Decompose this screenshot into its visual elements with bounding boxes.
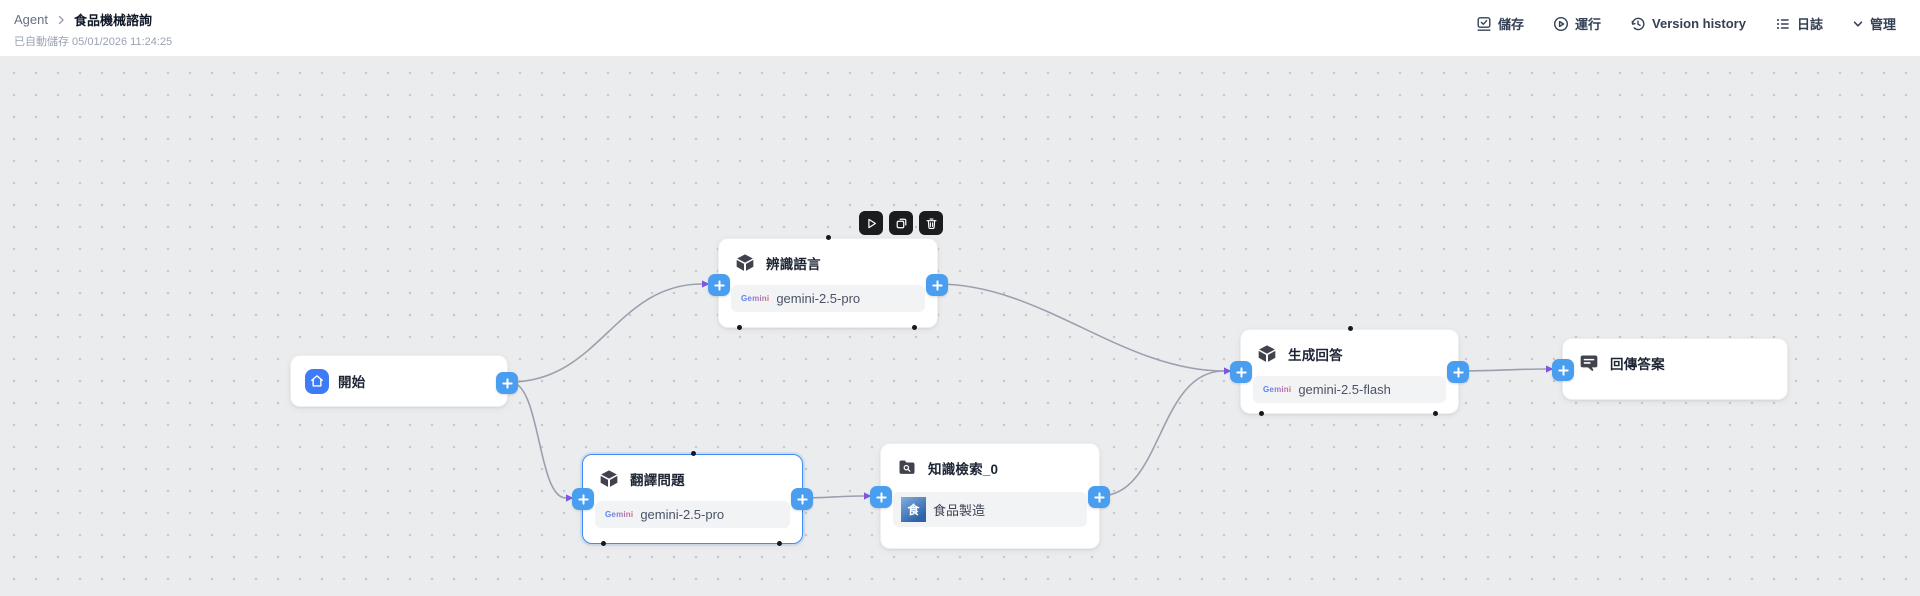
node-anchor-dot bbox=[826, 235, 831, 240]
node-title: 生成回答 bbox=[1288, 348, 1343, 363]
node-anchor-dot bbox=[690, 451, 696, 456]
save-icon bbox=[1476, 16, 1492, 32]
edge-start-to-identify-language bbox=[509, 283, 703, 383]
node-anchor-dot bbox=[1433, 411, 1438, 416]
top-bar: Agent 食品機械諮詢 已自動儲存 05/01/2026 11:24:25 儲… bbox=[0, 0, 1920, 56]
run-node-button[interactable] bbox=[859, 211, 883, 235]
node-start[interactable]: 開始 bbox=[290, 355, 518, 407]
workflow-title[interactable]: 食品機械諮詢 bbox=[73, 13, 152, 28]
model-pill: Gemini gemini-2.5-pro bbox=[731, 285, 925, 312]
add-node-handle-start-out[interactable] bbox=[496, 372, 518, 394]
chevron-down-icon bbox=[1852, 18, 1864, 30]
manage-menu-button[interactable]: 管理 bbox=[1852, 14, 1896, 33]
add-node-handle-translate-question-out[interactable] bbox=[791, 488, 813, 510]
knowledge-folder-icon bbox=[895, 456, 919, 480]
dataset-pill: 食 食品製造 bbox=[893, 492, 1087, 527]
node-anchor-dot bbox=[737, 325, 742, 330]
add-node-handle-identify-language-in[interactable] bbox=[708, 274, 730, 296]
node-title: 回傳答案 bbox=[1610, 357, 1665, 372]
edge-identify-language-to-generate-answer bbox=[937, 283, 1225, 372]
breadcrumb: Agent 食品機械諮詢 bbox=[14, 10, 152, 29]
node-anchor-dot bbox=[1259, 411, 1264, 416]
workflow-edges bbox=[509, 280, 1554, 502]
save-button[interactable]: 儲存 bbox=[1476, 14, 1524, 33]
edge-generate-answer-to-return-answer bbox=[1459, 368, 1547, 372]
llm-cube-icon bbox=[733, 251, 757, 275]
node-title: 開始 bbox=[338, 375, 366, 390]
dataset-name: 食品製造 bbox=[933, 503, 986, 518]
node-return-answer[interactable]: 回傳答案 bbox=[1552, 338, 1788, 400]
node-anchor-dot bbox=[912, 325, 917, 330]
model-name: gemini-2.5-pro bbox=[640, 507, 725, 522]
logs-button[interactable]: 日誌 bbox=[1775, 14, 1823, 33]
add-node-handle-knowledge-out[interactable] bbox=[1088, 486, 1110, 508]
node-title: 知識檢索_0 bbox=[928, 462, 999, 477]
breadcrumb-chevron-icon bbox=[56, 15, 66, 25]
node-anchor-dot bbox=[777, 541, 782, 546]
edge-knowledge-to-generate-answer bbox=[1099, 370, 1225, 497]
add-node-handle-identify-language-out[interactable] bbox=[926, 274, 948, 296]
gemini-logo: Gemini bbox=[605, 510, 634, 519]
node-translate-question[interactable]: 翻譯問題 Gemini gemini-2.5-pro bbox=[572, 451, 813, 546]
workflow-canvas[interactable]: 開始 bbox=[0, 56, 1920, 596]
model-pill: Gemini gemini-2.5-pro bbox=[595, 501, 790, 528]
node-title: 辨識語言 bbox=[766, 257, 821, 272]
delete-node-button[interactable] bbox=[919, 211, 943, 235]
node-hover-toolbar bbox=[859, 211, 943, 235]
gemini-logo: Gemini bbox=[1263, 385, 1292, 394]
autosave-status: 已自動儲存 05/01/2026 11:24:25 bbox=[14, 36, 173, 48]
node-anchor-dot bbox=[601, 541, 606, 546]
node-anchor-dot bbox=[1347, 326, 1353, 331]
model-name: gemini-2.5-flash bbox=[1298, 382, 1391, 397]
add-node-handle-generate-answer-out[interactable] bbox=[1447, 361, 1469, 383]
dataset-icon: 食 bbox=[901, 497, 926, 522]
version-history-button[interactable]: Version history bbox=[1630, 16, 1746, 32]
add-node-handle-generate-answer-in[interactable] bbox=[1230, 361, 1252, 383]
add-node-handle-knowledge-in[interactable] bbox=[870, 486, 892, 508]
add-node-handle-translate-question-in[interactable] bbox=[572, 488, 594, 510]
play-circle-icon bbox=[1553, 16, 1569, 32]
model-name: gemini-2.5-pro bbox=[776, 291, 861, 306]
list-icon bbox=[1775, 16, 1791, 32]
copy-node-button[interactable] bbox=[889, 211, 913, 235]
run-button[interactable]: 運行 bbox=[1553, 14, 1601, 33]
llm-cube-icon bbox=[597, 467, 621, 491]
edge-start-to-translate-question bbox=[509, 381, 567, 499]
node-identify-language[interactable]: 辨識語言 Gemini gemini-2.5-pro bbox=[708, 211, 948, 330]
history-icon bbox=[1630, 16, 1646, 32]
add-node-handle-return-answer-in[interactable] bbox=[1552, 359, 1574, 381]
gemini-logo: Gemini bbox=[741, 294, 770, 303]
model-pill: Gemini gemini-2.5-flash bbox=[1253, 376, 1446, 403]
node-knowledge-retrieval[interactable]: 知識檢索_0 食 食品製造 bbox=[870, 443, 1110, 549]
home-icon bbox=[305, 368, 329, 394]
llm-cube-icon bbox=[1255, 342, 1279, 366]
breadcrumb-root[interactable]: Agent bbox=[14, 12, 48, 27]
node-title: 翻譯問題 bbox=[630, 473, 685, 488]
header-actions: 儲存 運行 Version history bbox=[1476, 0, 1896, 47]
node-generate-answer[interactable]: 生成回答 Gemini gemini-2.5-flash bbox=[1230, 326, 1469, 416]
answer-bubble-icon bbox=[1577, 351, 1601, 375]
